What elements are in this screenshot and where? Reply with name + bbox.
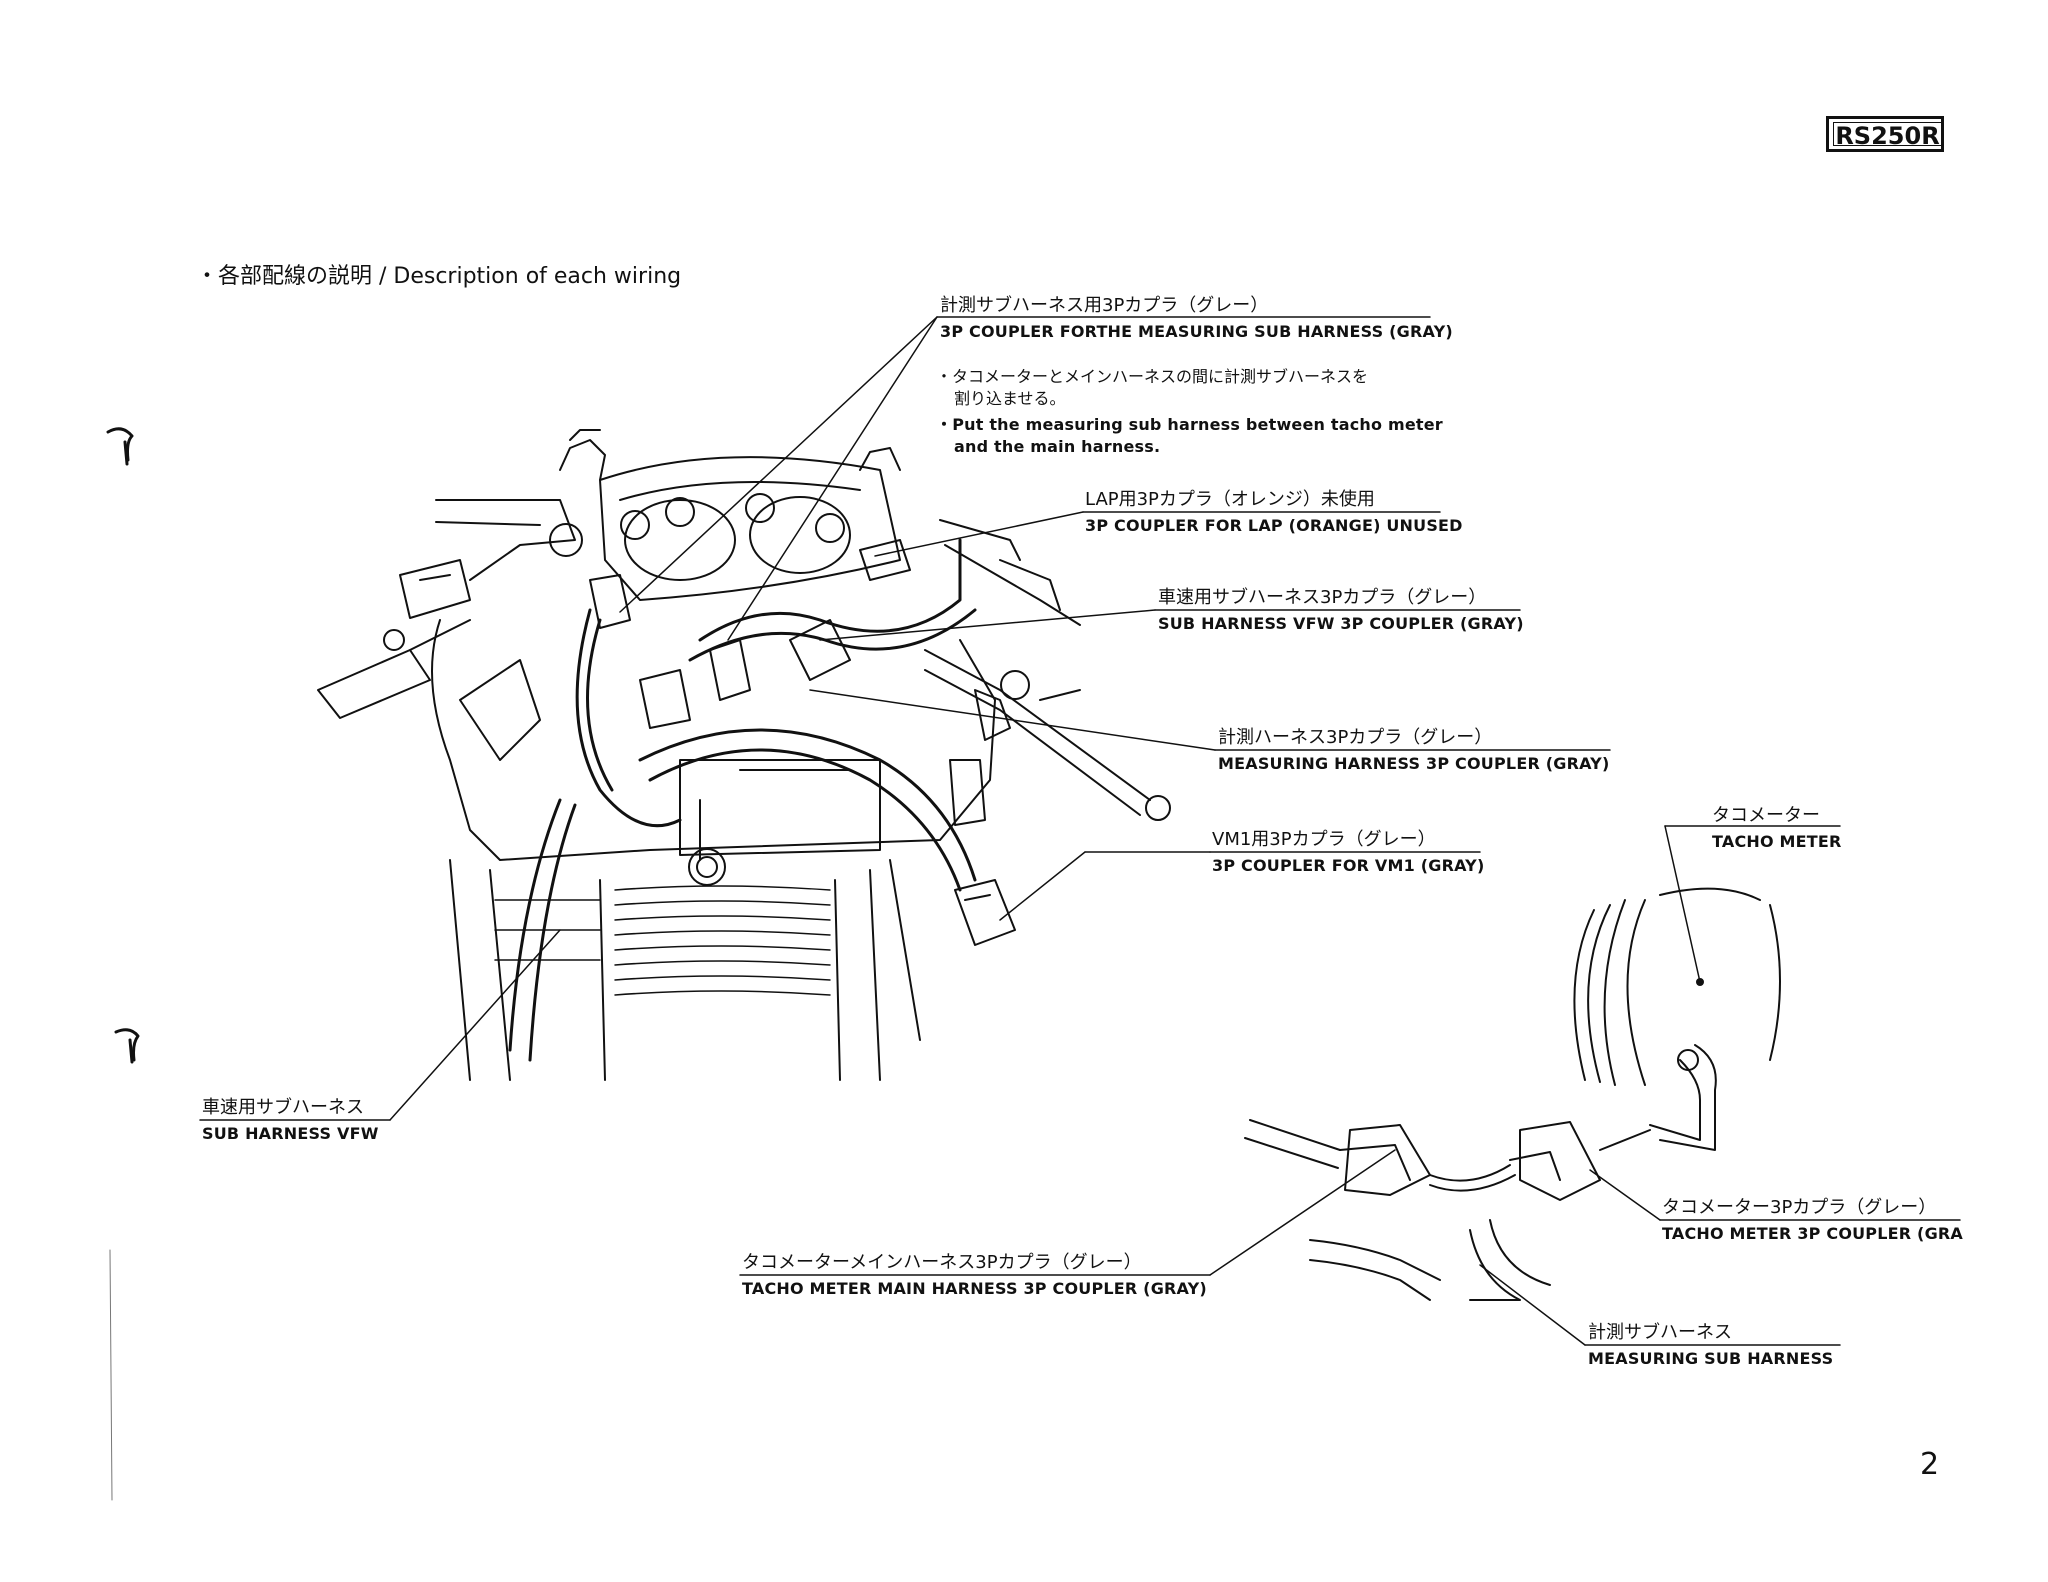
leader-lines: [199, 316, 1961, 1346]
label-tacho-meter-en: TACHO METER: [1712, 832, 1842, 851]
label-lap-coupler-jp: LAP用3Pカプラ（オレンジ）未使用: [1085, 489, 1375, 510]
label-vfw-coupler-jp: 車速用サブハーネス3Pカプラ（グレー）: [1158, 587, 1487, 608]
note-jp-line2: 割り込ませる。: [954, 389, 1066, 408]
label-measuring-sub-coupler-jp: 計測サブハーネス用3Pカプラ（グレー）: [940, 295, 1269, 316]
label-tacho-coupler-jp: タコメーター3Pカプラ（グレー）: [1662, 1197, 1937, 1218]
label-tacho-coupler-en: TACHO METER 3P COUPLER (GRA: [1662, 1224, 1964, 1243]
label-sub-harness-vfw-en: SUB HARNESS VFW: [202, 1124, 379, 1143]
binder-marks: [106, 427, 140, 1064]
model-badge: RS250R: [1826, 116, 1944, 152]
label-lap-coupler-en: 3P COUPLER FOR LAP (ORANGE) UNUSED: [1085, 516, 1463, 535]
tacho-meter-drawing: [1244, 887, 1781, 1301]
model-badge-text: RS250R: [1833, 122, 1941, 149]
motorcycle-front: [317, 429, 1171, 1081]
label-measuring-sub-harness-jp: 計測サブハーネス: [1588, 1322, 1732, 1343]
label-measuring-sub-harness-en: MEASURING SUB HARNESS: [1588, 1349, 1834, 1368]
label-vm1-coupler-en: 3P COUPLER FOR VM1 (GRAY): [1212, 856, 1485, 875]
label-tacho-meter-jp: タコメーター: [1712, 805, 1820, 826]
scan-edge-line: [109, 1249, 113, 1501]
label-sub-harness-vfw-jp: 車速用サブハーネス: [202, 1097, 364, 1118]
page-number: 2: [1920, 1447, 1940, 1482]
label-tacho-main-coupler-jp: タコメーターメインハーネス3Pカプラ（グレー）: [742, 1252, 1142, 1273]
label-measuring-sub-coupler-en: 3P COUPLER FORTHE MEASURING SUB HARNESS …: [940, 322, 1453, 341]
note-jp-line1: ・タコメーターとメインハーネスの間に計測サブハーネスを: [936, 367, 1369, 386]
note-en-line2: and the main harness.: [954, 437, 1161, 456]
label-vfw-coupler-en: SUB HARNESS VFW 3P COUPLER (GRAY): [1158, 614, 1524, 633]
label-vm1-coupler-jp: VM1用3Pカプラ（グレー）: [1212, 829, 1436, 850]
label-measuring-coupler-en: MEASURING HARNESS 3P COUPLER (GRAY): [1218, 754, 1610, 773]
label-measuring-coupler-jp: 計測ハーネス3Pカプラ（グレー）: [1218, 727, 1493, 748]
note-en-line1: ・Put the measuring sub harness between t…: [936, 415, 1443, 434]
section-title: ・各部配線の説明 / Description of each wiring: [196, 264, 682, 289]
label-tacho-main-coupler-en: TACHO METER MAIN HARNESS 3P COUPLER (GRA…: [742, 1279, 1207, 1298]
